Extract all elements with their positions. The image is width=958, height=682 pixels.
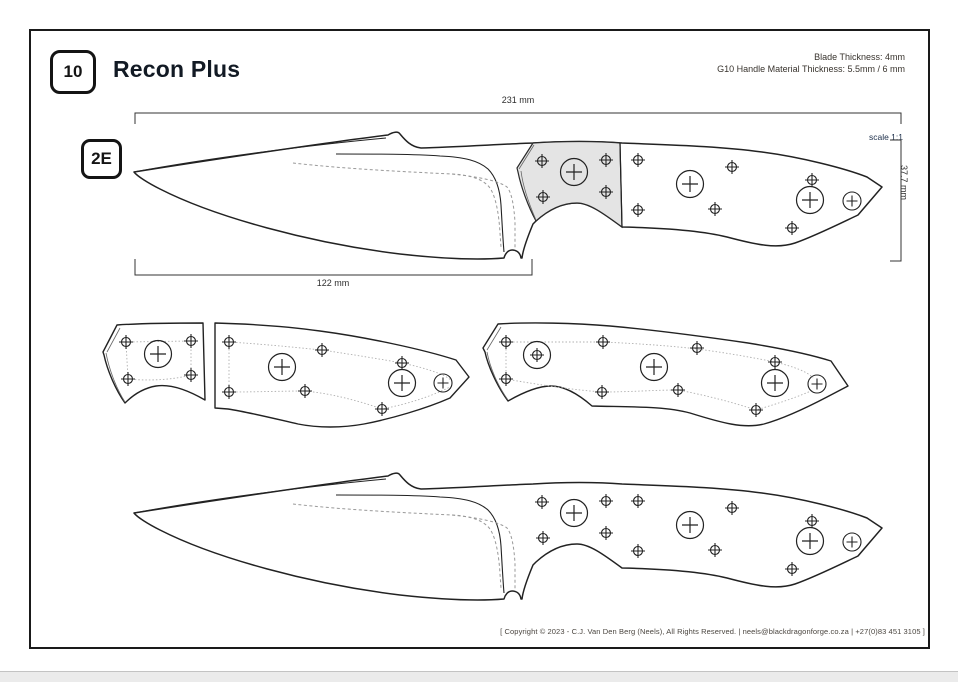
variant-badge: 2E [81,139,122,179]
page-title: Recon Plus [113,56,241,82]
spec-handle-thickness: G10 Handle Material Thickness: 5.5mm / 6… [717,64,905,74]
bolster-scale-junction-line [619,142,623,228]
variant-code: 2E [91,149,112,168]
footer-copyright: [ Copyright © 2023 - C.J. Van Den Berg (… [500,627,925,636]
handle-scale-template [214,322,470,428]
bottom-page-edge [0,671,958,682]
one-piece-scale-template [482,322,849,427]
spec-blade-thickness: Blade Thickness: 4mm [814,52,905,62]
material-specs: Blade Thickness: 4mm G10 Handle Material… [717,51,905,75]
scale-label: scale 1:1 [868,132,903,142]
dim-overall-length-label: 231 mm [501,95,535,105]
dim-blade-length-line [134,259,533,276]
page-number: 10 [63,62,83,81]
main-knife-drawing [133,131,883,260]
dim-height-line [890,139,902,262]
page-number-badge: 10 [50,50,96,94]
dimension-lines [134,112,902,276]
dim-blade-length-label: 122 mm [316,278,350,288]
dim-overall-length-line [134,112,902,124]
bolster-template [102,322,206,404]
bare-tang-knife-blank [133,472,883,601]
dim-height-label: 37.7 mm [899,165,909,201]
